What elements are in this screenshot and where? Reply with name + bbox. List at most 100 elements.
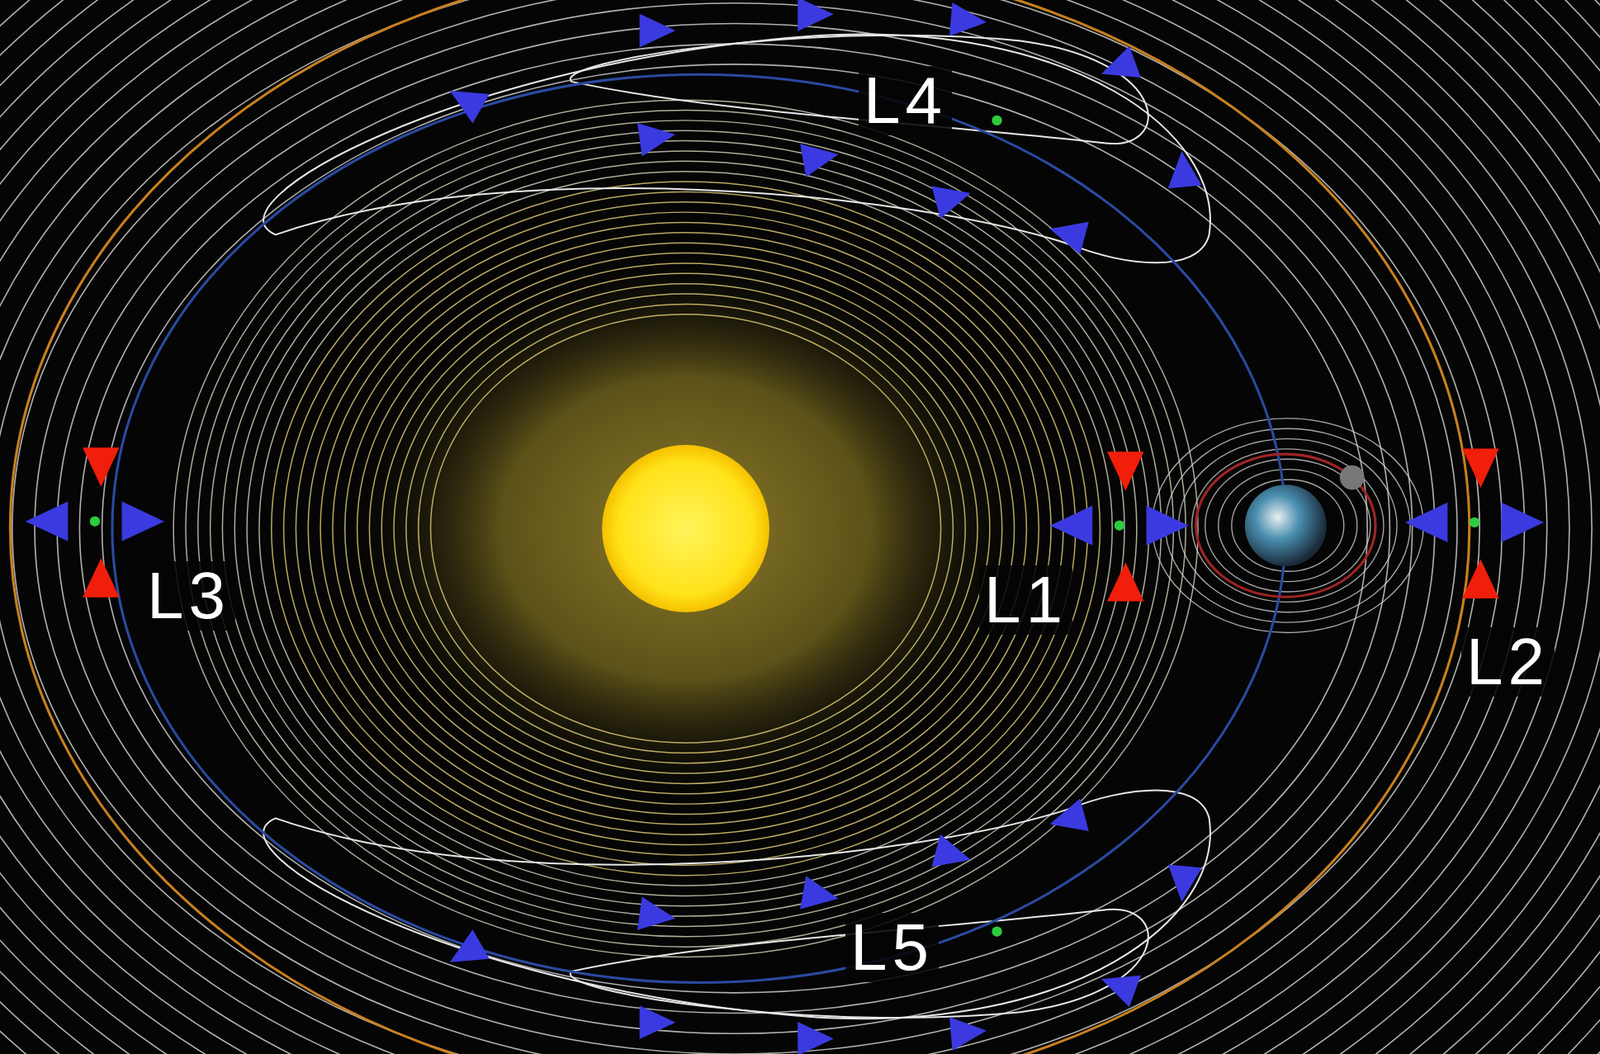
contour-line bbox=[34, 3, 1435, 1054]
contour-line bbox=[1164, 428, 1411, 623]
contour-line bbox=[198, 120, 1174, 938]
earth-contours bbox=[1151, 418, 1424, 634]
flow-arrow bbox=[1049, 222, 1089, 255]
contour-line bbox=[320, 222, 1051, 835]
earth-orbit bbox=[112, 74, 1286, 983]
contour-line bbox=[222, 141, 1149, 918]
flow-arrow bbox=[1405, 502, 1448, 543]
label-wrap: L3 bbox=[142, 561, 236, 631]
contour-line bbox=[1192, 449, 1384, 602]
flow-arrow bbox=[1168, 151, 1203, 189]
flow-arrow bbox=[1168, 865, 1203, 903]
flow-arrow bbox=[122, 501, 165, 542]
sun-glow bbox=[349, 253, 1023, 805]
contour-line bbox=[307, 212, 1064, 845]
label-wrap: L1 bbox=[979, 565, 1073, 635]
flow-arrow bbox=[639, 14, 677, 48]
flow-arrow bbox=[449, 90, 490, 124]
contour-line bbox=[406, 293, 966, 764]
point-label: L3 bbox=[142, 561, 236, 631]
earth bbox=[1244, 484, 1327, 567]
flow-arrow bbox=[1049, 798, 1089, 831]
contour-line bbox=[0, 0, 1480, 1054]
contour-line bbox=[1205, 459, 1371, 592]
flow-arrow bbox=[1462, 448, 1499, 488]
flow-arrow bbox=[1145, 506, 1189, 546]
contour-line bbox=[0, 0, 1548, 1054]
contour-line bbox=[246, 160, 1125, 896]
contour-line bbox=[12, 0, 1458, 1054]
flow-arrow bbox=[1101, 975, 1141, 1008]
flow-arrow bbox=[949, 1017, 987, 1051]
flow-arrow bbox=[800, 143, 838, 177]
flow-arrow bbox=[639, 1005, 677, 1040]
moon-orbit bbox=[1196, 454, 1377, 597]
flow-arrow bbox=[82, 558, 119, 597]
sun-contours bbox=[173, 99, 1198, 957]
flow-arrow bbox=[1501, 502, 1544, 543]
contour-line bbox=[345, 242, 1028, 815]
contour-line bbox=[332, 232, 1039, 825]
contour-line bbox=[1218, 469, 1358, 583]
contour-line bbox=[369, 263, 1002, 795]
flow-arrows bbox=[25, 0, 1544, 1054]
flow-arrow bbox=[1101, 46, 1141, 78]
contour-line bbox=[381, 273, 990, 784]
contour-line bbox=[185, 110, 1186, 948]
flow-arrow bbox=[1107, 451, 1144, 491]
contour-line bbox=[393, 284, 978, 774]
flow-arrow bbox=[25, 501, 68, 542]
point-label: L4 bbox=[858, 66, 952, 136]
label-wrap: L5 bbox=[845, 913, 939, 983]
flow-arrow bbox=[797, 0, 834, 32]
contour-line bbox=[418, 303, 954, 753]
outer-orbit bbox=[9, 0, 1469, 1054]
contour-line bbox=[271, 181, 1101, 876]
contour-line bbox=[210, 130, 1162, 927]
contour-line bbox=[357, 253, 1015, 805]
contour-line bbox=[79, 43, 1390, 1014]
contour-line bbox=[1178, 439, 1397, 613]
contour-line bbox=[0, 0, 1525, 1054]
label-wrap: L2 bbox=[1461, 627, 1555, 697]
contour-line bbox=[284, 191, 1089, 866]
contour-line bbox=[173, 99, 1198, 957]
label-wrap: L4 bbox=[858, 66, 952, 136]
contour-line bbox=[1231, 479, 1345, 572]
flow-arrow bbox=[1050, 506, 1093, 546]
point-label: L2 bbox=[1461, 627, 1555, 697]
flow-arrow bbox=[449, 929, 490, 962]
flow-arrow bbox=[82, 447, 119, 487]
tadpole-contours bbox=[263, 34, 1211, 1020]
flow-arrow bbox=[797, 1022, 834, 1054]
contour-line bbox=[430, 314, 942, 744]
contour-line bbox=[1151, 418, 1424, 634]
